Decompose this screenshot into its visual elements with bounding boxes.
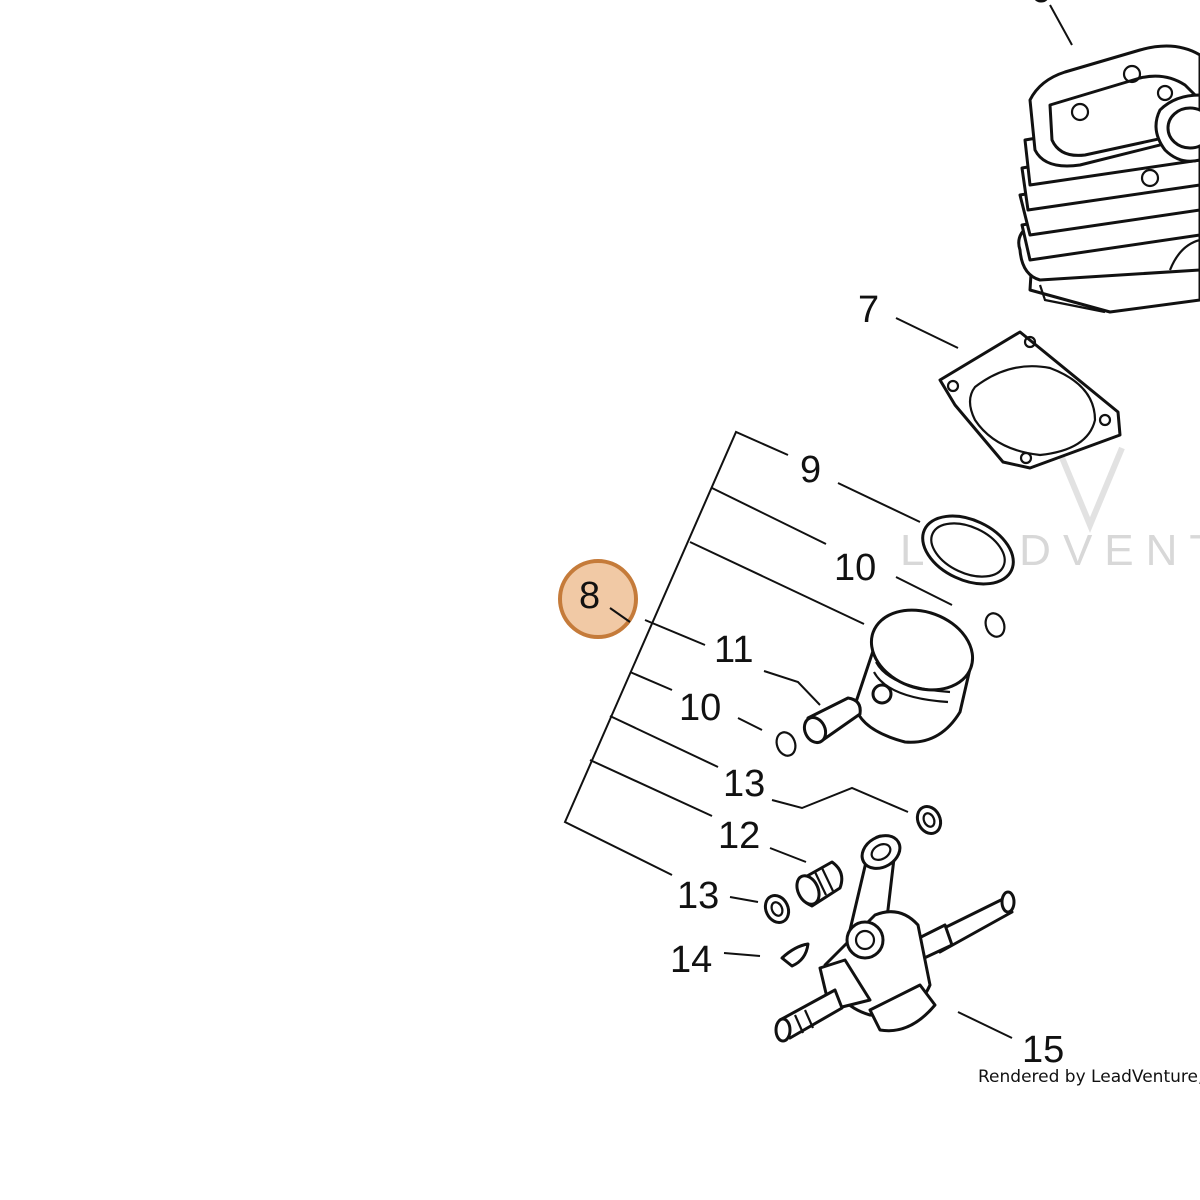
piston-pin[interactable] xyxy=(800,696,862,746)
watermark-logo-icon xyxy=(1055,446,1125,533)
callout-10-lower[interactable]: 10 xyxy=(679,687,721,729)
piston-kit-bracket xyxy=(563,430,865,876)
cylinder[interactable] xyxy=(1017,4,1200,314)
callout-12[interactable]: 12 xyxy=(718,815,760,857)
gasket[interactable] xyxy=(938,330,1122,470)
crankshaft[interactable] xyxy=(774,829,1016,1043)
bearing-seal-upper[interactable] xyxy=(913,803,945,838)
circlip-lower[interactable] xyxy=(773,730,798,759)
piston[interactable] xyxy=(853,597,984,744)
callout-15[interactable]: 15 xyxy=(1022,1029,1064,1071)
bearing-seal-lower[interactable] xyxy=(761,892,793,927)
callout-11[interactable]: 11 xyxy=(714,629,753,671)
needle-bearing[interactable] xyxy=(793,860,844,908)
callout-13-upper[interactable]: 13 xyxy=(723,763,765,805)
woodruff-key[interactable] xyxy=(780,942,810,968)
callout-7[interactable]: 7 xyxy=(858,289,879,331)
render-credit: Rendered by LeadVenture, Inc. xyxy=(978,1067,1200,1087)
piston-ring[interactable] xyxy=(912,503,1024,598)
callout-14[interactable]: 14 xyxy=(670,939,712,981)
highlight-marker[interactable]: 8 xyxy=(558,559,638,639)
callout-10-upper[interactable]: 10 xyxy=(834,547,876,589)
callout-6[interactable]: 6 xyxy=(1030,0,1051,11)
callout-8[interactable]: 8 xyxy=(579,575,600,617)
callout-9[interactable]: 9 xyxy=(800,449,821,491)
callout-13-lower[interactable]: 13 xyxy=(677,875,719,917)
circlip-upper[interactable] xyxy=(982,611,1007,640)
